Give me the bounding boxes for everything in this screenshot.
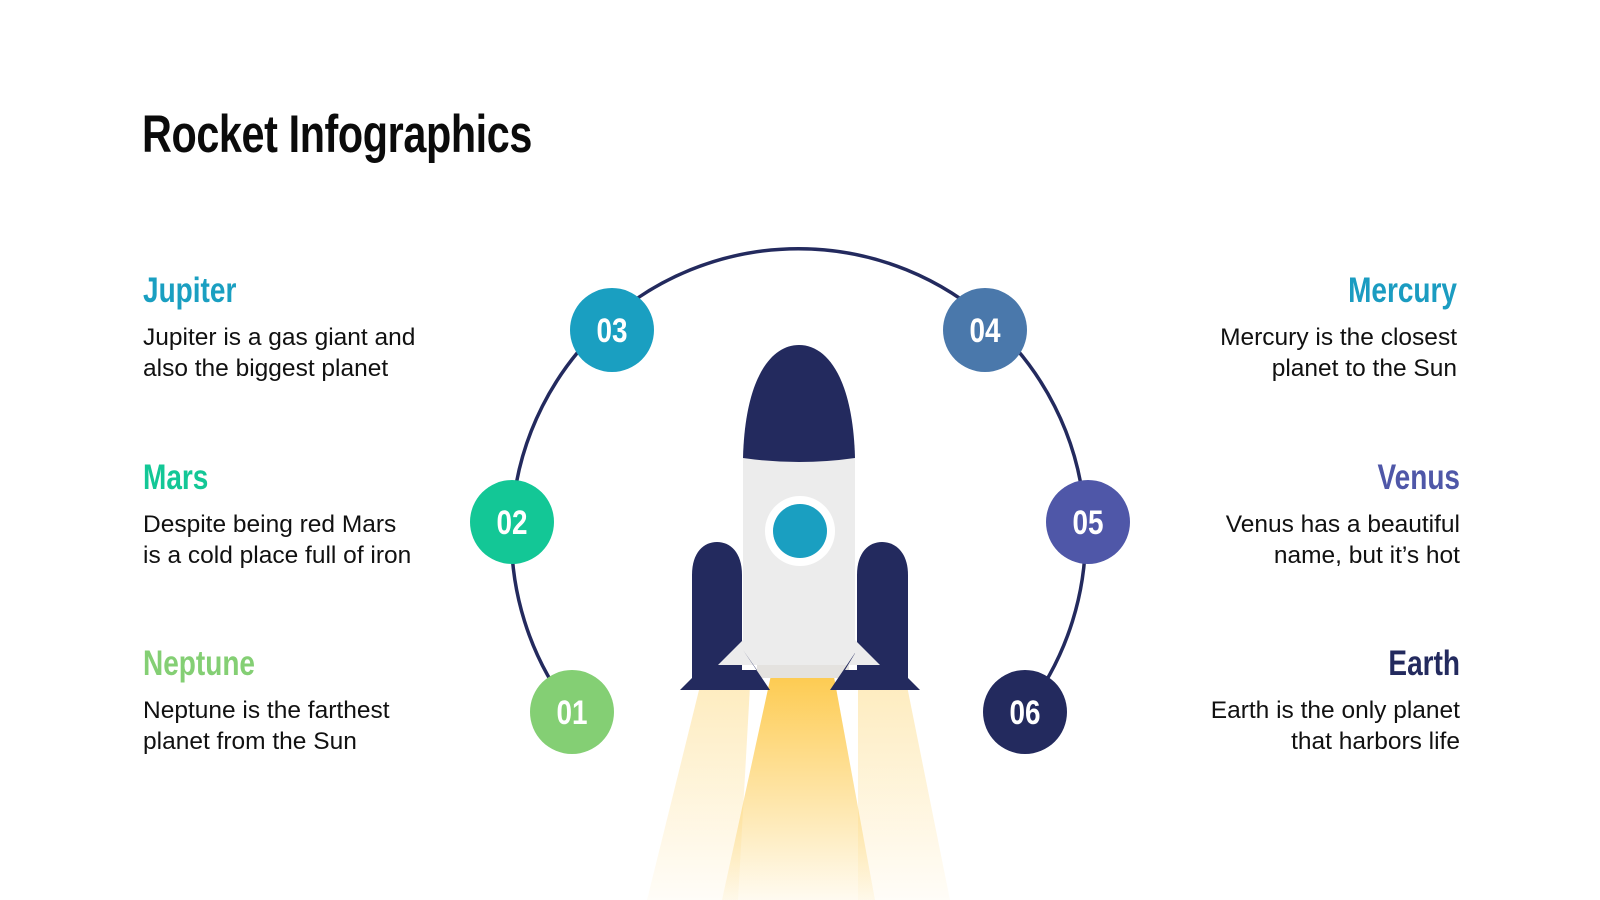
rocket-icon	[680, 345, 920, 690]
rocket-exhaust-flames-icon	[647, 666, 950, 900]
item-earth: Earth Earth is the only planet that harb…	[1120, 643, 1460, 757]
item-heading: Neptune	[143, 644, 255, 683]
item-neptune: Neptune Neptune is the farthest planet f…	[143, 643, 483, 757]
page-title: Rocket Infographics	[142, 105, 532, 164]
item-description: Jupiter is a gas giant and also the bigg…	[143, 324, 416, 382]
svg-text:04: 04	[969, 311, 1001, 349]
svg-text:03: 03	[596, 311, 627, 349]
step-marker-03: 03	[570, 288, 654, 372]
svg-text:05: 05	[1072, 503, 1103, 541]
item-description: Despite being red Mars is a cold place f…	[143, 511, 412, 569]
svg-text:02: 02	[496, 503, 527, 541]
item-description: Earth is the only planet that harbors li…	[1210, 697, 1460, 755]
item-mars: Mars Despite being red Mars is a cold pl…	[143, 457, 483, 571]
item-heading: Mars	[143, 458, 209, 497]
step-marker-02: 02	[470, 480, 554, 564]
step-marker-05: 05	[1046, 480, 1130, 564]
item-description: Mercury is the closest planet to the Sun	[1220, 324, 1457, 382]
item-jupiter: Jupiter Jupiter is a gas giant and also …	[143, 270, 483, 384]
svg-text:01: 01	[556, 693, 587, 731]
item-description: Venus has a beautiful name, but it’s hot	[1225, 511, 1460, 569]
step-marker-01: 01	[530, 670, 614, 754]
svg-text:06: 06	[1009, 693, 1040, 731]
item-mercury: Mercury Mercury is the closest planet to…	[1117, 270, 1457, 384]
item-heading: Jupiter	[143, 271, 237, 310]
item-venus: Venus Venus has a beautiful name, but it…	[1120, 457, 1460, 571]
step-marker-04: 04	[943, 288, 1027, 372]
item-description: Neptune is the farthest planet from the …	[143, 697, 390, 755]
item-heading: Earth	[1388, 644, 1460, 683]
item-heading: Mercury	[1348, 271, 1457, 310]
step-marker-06: 06	[983, 670, 1067, 754]
item-heading: Venus	[1377, 458, 1460, 497]
